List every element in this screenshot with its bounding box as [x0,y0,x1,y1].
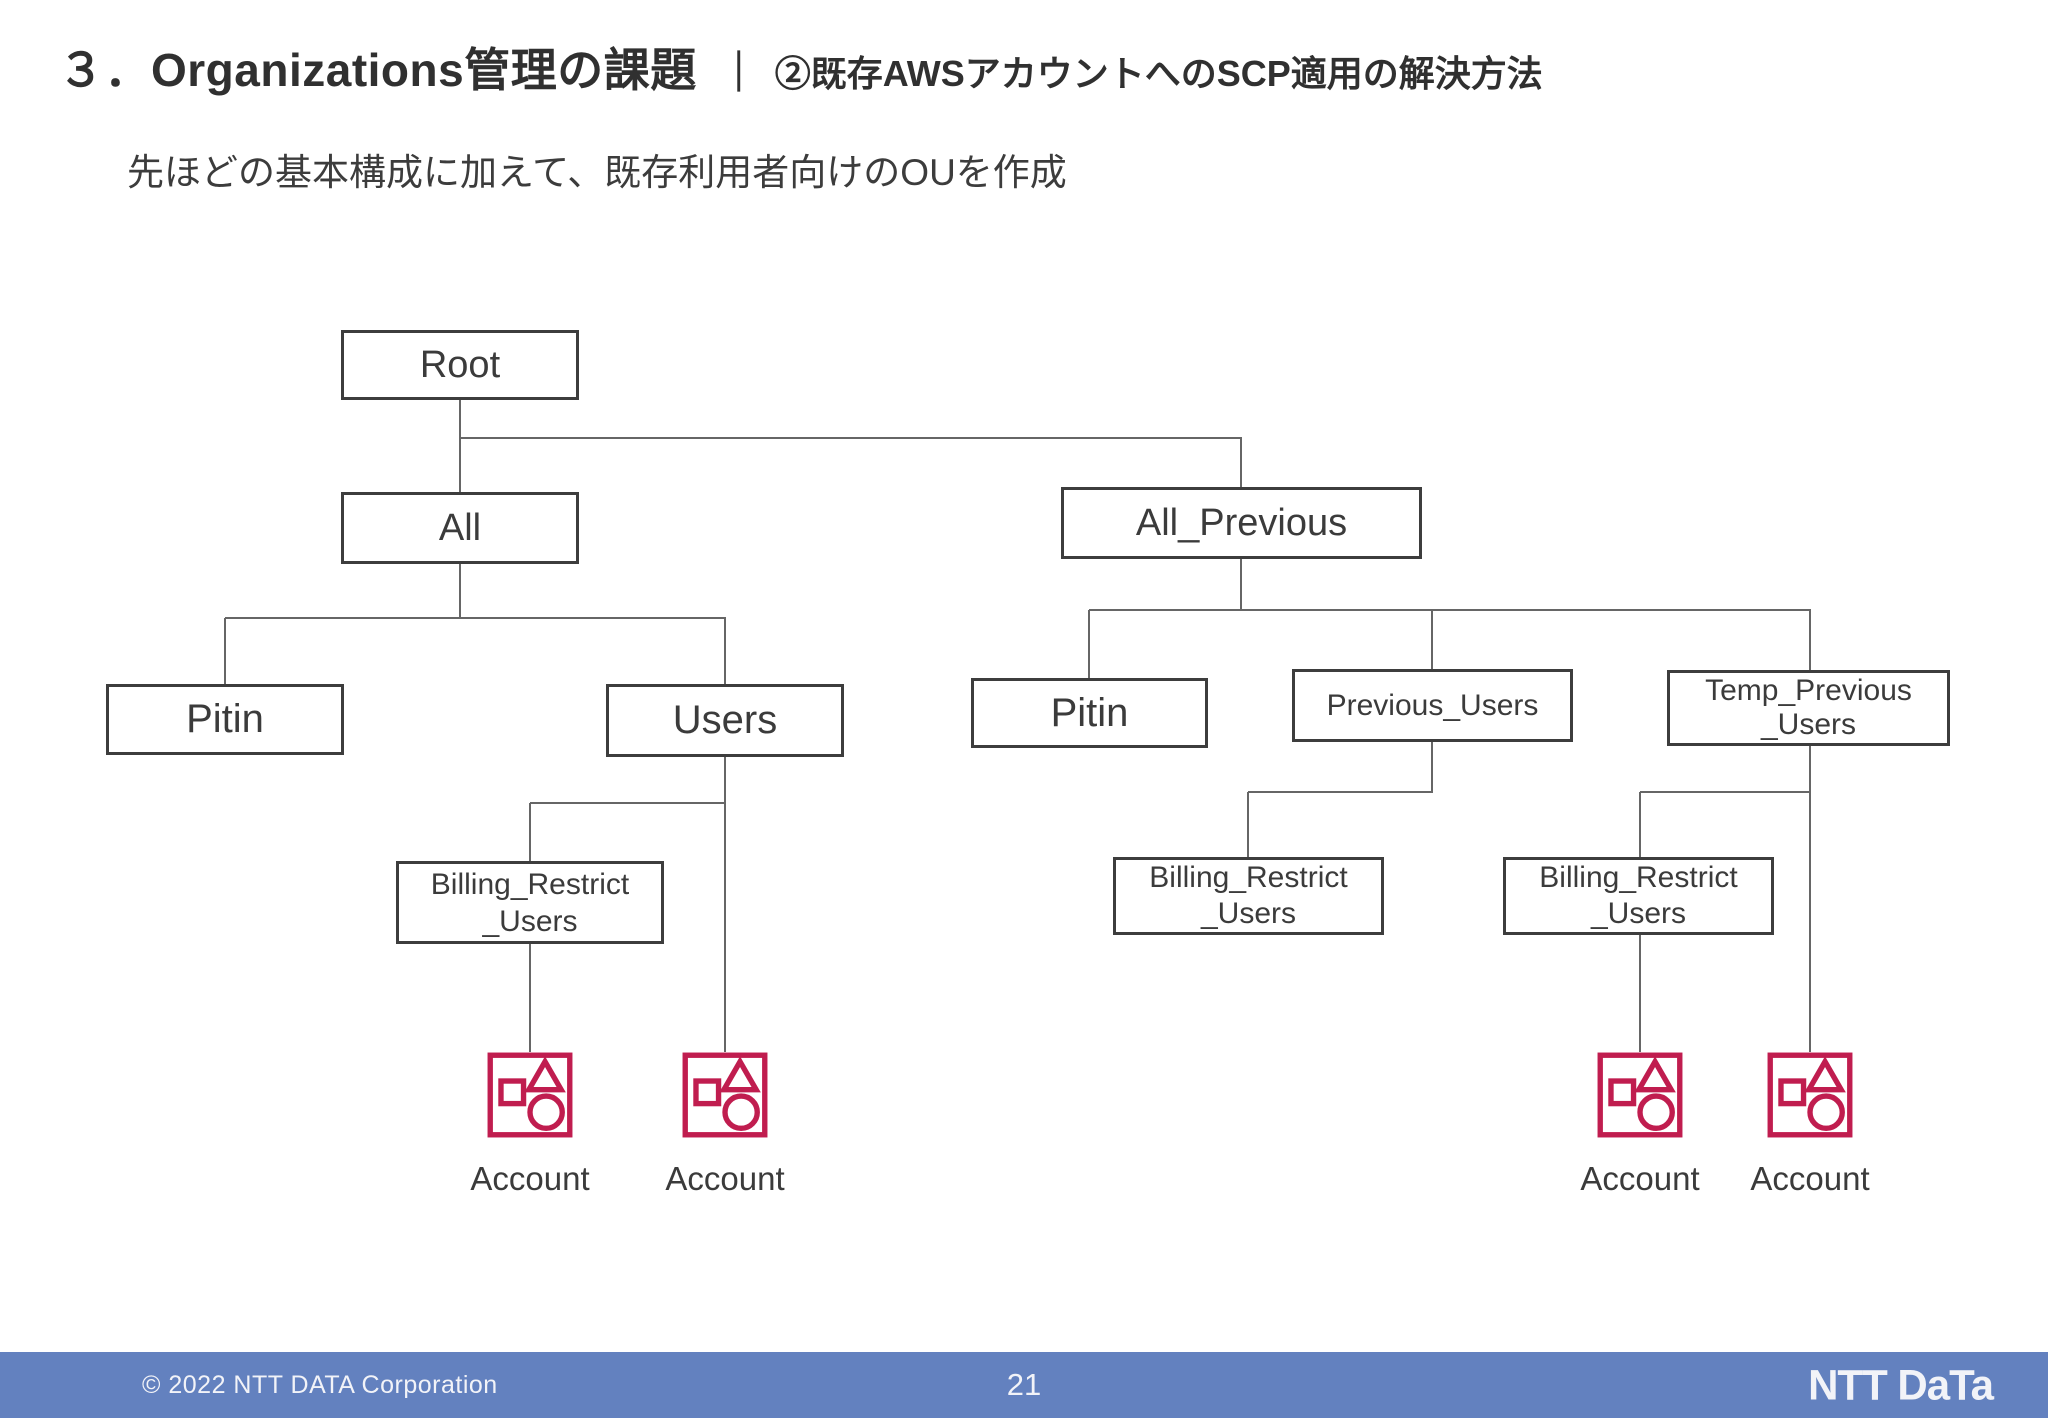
node-label: Pitin [1050,690,1129,735]
connector-all-branch [225,617,726,619]
ou-node-billing-restrict-users-left: Billing_Restrict _Users [396,861,664,944]
connector-root-branch [460,437,1242,439]
node-label-line1: Temp_Previous [1705,674,1912,707]
connector-root-down [459,400,461,492]
slide-subtitle: 先ほどの基本構成に加えて、既存利用者向けのOUを作成 [127,152,1067,193]
account-item-1: Account [455,1052,605,1198]
title-separator: ｜ [718,51,759,95]
connector-prevusers-branch [1248,791,1433,793]
ou-node-previous-users: Previous_Users [1292,669,1573,742]
ou-node-billing-restrict-users-right: Billing_Restrict _Users [1503,857,1774,935]
slide-title: ３．Organizations管理の課題 ｜ ②既存AWSアカウントへのSCP適… [58,34,2008,100]
connector-allprev-split [1240,559,1242,611]
node-label: Pitin [186,697,264,741]
node-label: All_Previous [1135,501,1348,544]
connector-pitinR-up [1088,610,1090,678]
node-label-line1: Billing_Restrict [430,867,630,901]
account-item-2: Account [650,1052,800,1198]
node-label: All [438,506,482,549]
aws-account-icon [1767,1052,1853,1138]
slide-footer: © 2022 NTT DATA Corporation 21 NTT DaTa [0,1352,2048,1418]
account-label: Account [1580,1160,1700,1197]
connector-billingR-up [1639,792,1641,857]
node-label-line2: _Users [482,904,578,938]
connector-users-branch [530,802,726,804]
node-label-line1: Billing_Restrict [1539,861,1738,894]
connector-billingL-account [529,944,531,1052]
ntt-data-logo: NTT DaTa [1808,1360,1994,1409]
connector-tempusers-branch [1640,791,1811,793]
page-number: 21 [1006,1367,1042,1402]
connector-prevusers-down [1431,742,1433,792]
connector-users-up [724,618,726,684]
connector-billingL-up [529,803,531,861]
ou-node-billing-restrict-users-middle: Billing_Restrict _Users [1113,857,1384,935]
node-label-line1: Billing_Restrict [1149,861,1348,894]
connector-prevusers-up [1431,610,1433,669]
connector-tempusers-up [1809,610,1811,670]
node-label: Previous_Users [1326,688,1539,722]
copyright-text: © 2022 NTT DATA Corporation [142,1370,498,1399]
connector-all-down [459,564,461,619]
node-label: Root [419,343,501,386]
ou-node-pitin-left: Pitin [106,684,344,755]
ou-node-users: Users [606,684,844,757]
account-label: Account [470,1160,590,1197]
ou-node-pitin-right: Pitin [971,678,1208,748]
ou-node-all: All [341,492,579,564]
connector-tempusers-account [1809,741,1811,1052]
title-main: ３．Organizations管理の課題 [58,44,697,96]
connector-billingM-up [1247,792,1249,857]
connector-allprev-branch [1089,609,1811,611]
connector-allprev-down [1240,438,1242,488]
aws-account-icon [1597,1052,1683,1138]
connector-billingR-account [1639,935,1641,1052]
node-label: Users [672,698,778,742]
account-item-4: Account [1735,1052,1885,1198]
account-label: Account [1750,1160,1870,1197]
ou-node-root: Root [341,330,579,400]
account-item-3: Account [1565,1052,1715,1198]
aws-account-icon [682,1052,768,1138]
ou-node-temp-previous-users: Temp_Previous _Users [1667,670,1950,746]
node-label-line2: _Users [1760,708,1857,741]
node-label-line2: _Users [1590,897,1687,930]
aws-account-icon [487,1052,573,1138]
account-label: Account [665,1160,785,1197]
node-label-line2: _Users [1200,897,1297,930]
title-sub: ②既存AWSアカウントへのSCP適用の解決方法 [774,53,1543,94]
connector-users-account [724,757,726,1052]
connector-pitinL-up [224,618,226,684]
ou-node-all-previous: All_Previous [1061,487,1422,559]
